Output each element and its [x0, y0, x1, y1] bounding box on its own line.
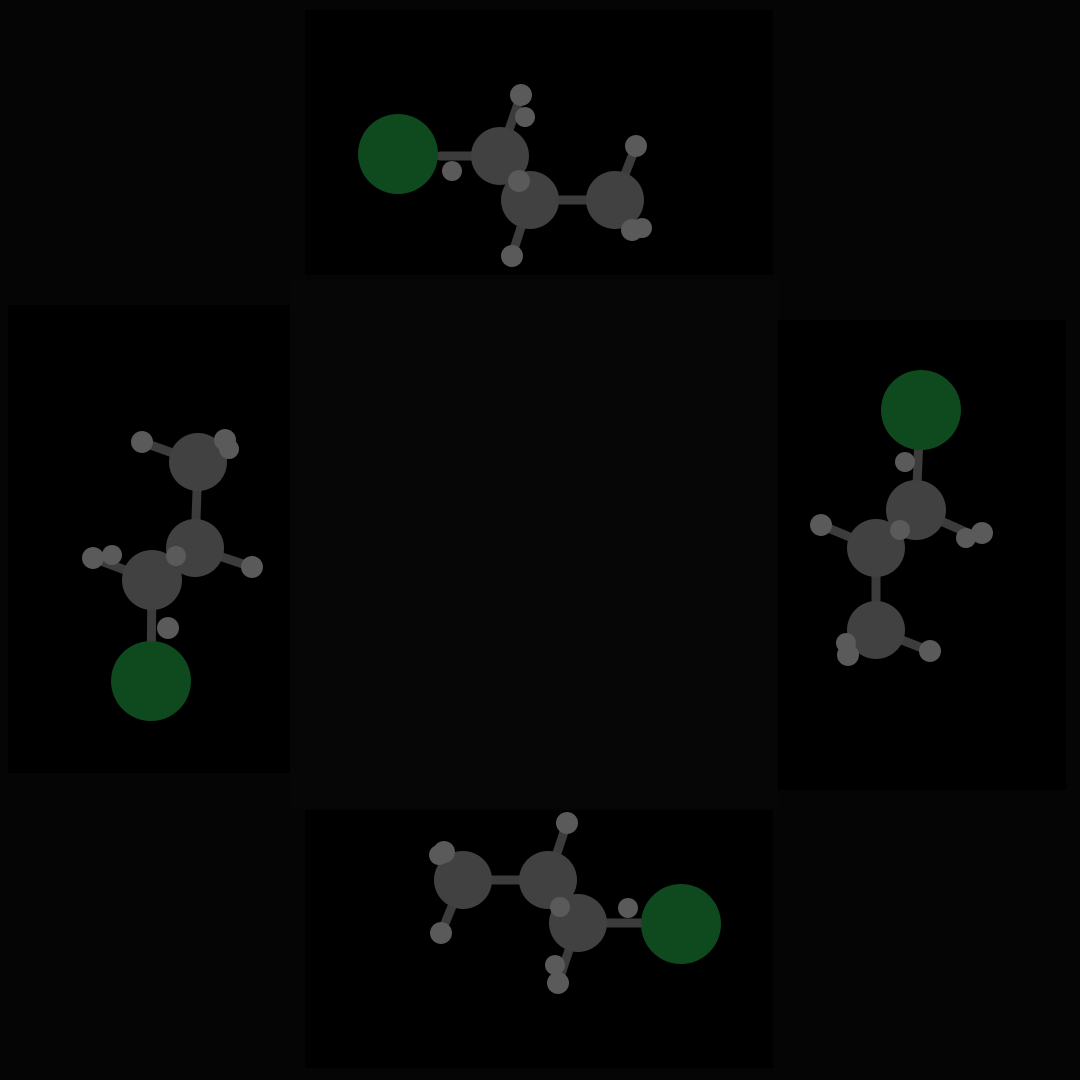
hydrogen-atom: [890, 520, 910, 540]
molecule-panel-left: [8, 305, 290, 773]
chlorine-atom: [111, 641, 191, 721]
hydrogen-atom: [157, 617, 179, 639]
hydrogen-atom: [219, 439, 239, 459]
hydrogen-atom: [241, 556, 263, 578]
chlorine-atom: [881, 370, 961, 450]
hydrogen-atom: [956, 528, 976, 548]
carbon-atom: [434, 851, 492, 909]
hydrogen-atom: [515, 107, 535, 127]
carbon-atom: [586, 171, 644, 229]
molecule-panel-top: [305, 10, 773, 275]
carbon-atom: [847, 601, 905, 659]
hydrogen-atom: [508, 170, 530, 192]
carbon-atom: [122, 550, 182, 610]
hydrogen-atom: [919, 640, 941, 662]
hydrogen-atom: [545, 955, 565, 975]
hydrogen-atom: [632, 218, 652, 238]
molecule-panel-right: [778, 320, 1066, 790]
hydrogen-atom: [166, 546, 186, 566]
carbon-atom: [169, 433, 227, 491]
hydrogen-atom: [810, 514, 832, 536]
hydrogen-atom: [556, 812, 578, 834]
hydrogen-atom: [429, 845, 449, 865]
chlorine-atom: [641, 884, 721, 964]
hydrogen-atom: [550, 897, 570, 917]
carbon-atom: [519, 851, 577, 909]
hydrogen-atom: [82, 547, 104, 569]
hydrogen-atom: [836, 633, 856, 653]
carbon-atom: [847, 519, 905, 577]
hydrogen-atom: [131, 431, 153, 453]
chlorine-atom: [358, 114, 438, 194]
center-viewport: [290, 280, 778, 808]
carbon-atom: [471, 127, 529, 185]
hydrogen-atom: [895, 452, 915, 472]
hydrogen-atom: [618, 898, 638, 918]
hydrogen-atom: [430, 922, 452, 944]
hydrogen-atom: [625, 135, 647, 157]
hydrogen-atom: [510, 84, 532, 106]
hydrogen-atom: [501, 245, 523, 267]
hydrogen-atom: [971, 522, 993, 544]
hydrogen-atom: [442, 161, 462, 181]
molecule-panel-bottom: [305, 810, 773, 1068]
hydrogen-atom: [547, 972, 569, 994]
hydrogen-atom: [102, 545, 122, 565]
